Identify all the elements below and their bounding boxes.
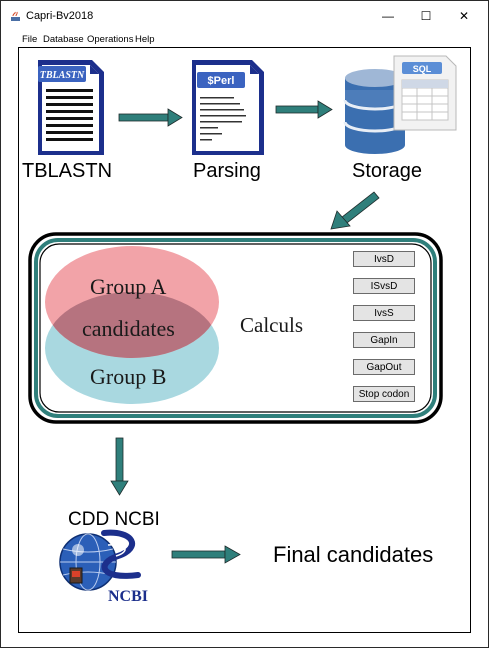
tblastn-doc-title: TBLASTN (40, 70, 85, 81)
arrow-calculs-to-cdd (110, 437, 129, 496)
maximize-button[interactable]: ☐ (409, 5, 443, 27)
flow-arrows (110, 100, 380, 564)
arrow-cdd-to-final (171, 545, 241, 564)
cdd-ncbi-label: CDD NCBI (68, 509, 160, 530)
arrow-storage-to-calculs (330, 191, 380, 230)
maximize-icon: ☐ (420, 9, 432, 23)
gapin-button[interactable]: GapIn (353, 332, 415, 348)
close-button[interactable]: ✕ (447, 5, 481, 27)
tblastn-document-icon: TBLASTN (38, 60, 104, 155)
perl-doc-title: $Perl (208, 75, 235, 87)
ncbi-logo: NCBI (59, 529, 148, 605)
window-title: Capri-Bv2018 (26, 10, 94, 22)
calculs-box-outer (28, 232, 443, 424)
java-app-icon (11, 11, 20, 21)
ivsd-button[interactable]: IvsD (353, 251, 415, 267)
candidates-overlap (45, 292, 219, 358)
close-icon: ✕ (458, 9, 470, 23)
minimize-button[interactable]: — (371, 5, 405, 27)
group-a-label: Group A (90, 274, 167, 299)
candidates-label: candidates (82, 316, 175, 341)
ncbi-logo-text: NCBI (108, 588, 148, 605)
menu-operations[interactable]: Operations (87, 34, 134, 45)
menu-bar: File Database Operations Help (1, 33, 488, 47)
arrow-parsing-to-storage (275, 100, 333, 119)
database-icon (343, 69, 407, 154)
perl-document-icon: $Perl (192, 60, 264, 155)
menu-database[interactable]: Database (43, 34, 84, 45)
group-b-label: Group B (90, 364, 167, 389)
tblastn-label: TBLASTN (22, 160, 113, 182)
sql-doc-title: SQL (413, 64, 432, 74)
parsing-label: Parsing (193, 160, 261, 182)
stop-codon-button[interactable]: Stop codon (353, 386, 415, 402)
isvsd-button[interactable]: ISvsD (353, 278, 415, 294)
sql-sheet-icon: SQL (393, 55, 457, 131)
perl-code-lines (200, 97, 246, 141)
arrow-tblastn-to-parsing (118, 108, 183, 127)
final-candidates-label: Final candidates (273, 542, 434, 567)
menu-file[interactable]: File (22, 34, 38, 45)
gapout-button[interactable]: GapOut (353, 359, 415, 375)
calculs-label: Calculs (240, 313, 303, 337)
ivss-button[interactable]: IvsS (353, 305, 415, 321)
minimize-icon: — (382, 9, 394, 23)
title-bar: Capri-Bv2018 — ☐ ✕ (1, 1, 488, 31)
venn-diagram (45, 246, 219, 404)
storage-label: Storage (352, 160, 423, 182)
menu-help[interactable]: Help (135, 34, 155, 45)
